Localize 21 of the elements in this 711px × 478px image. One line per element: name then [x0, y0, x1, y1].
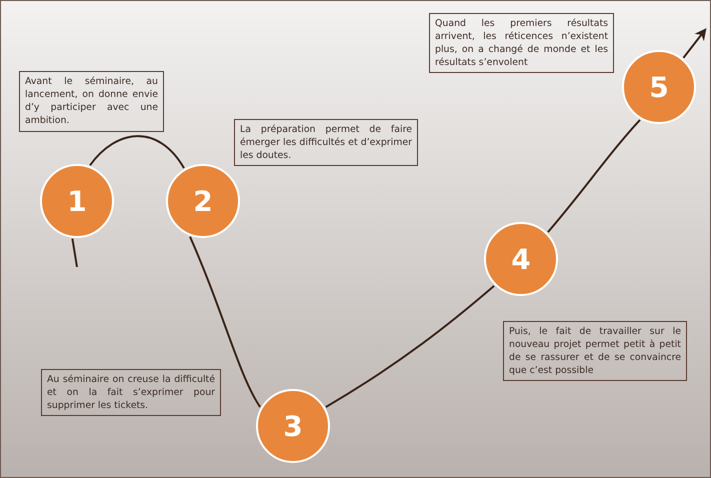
- curve-line: [71, 238, 78, 268]
- text-box: [19, 71, 164, 132]
- text-box: [234, 119, 418, 166]
- step-number: 3: [283, 410, 303, 442]
- description-text: Quand les premiers résultats arrivent, les réticences n’existent plus, on a changé de monde et les résultats s’envolent: [435, 17, 608, 69]
- step-number: 1: [67, 184, 87, 218]
- curve-line: [547, 119, 641, 233]
- text-box: [429, 13, 614, 73]
- description-text: Au séminaire on creuse la difficulté et on la fait s’exprimer pour supprimer les tickets.: [47, 373, 215, 412]
- curve-arrow: [682, 28, 706, 59]
- description-text: Puis, le fait de travailler sur le nouveau projet permet petit à petit de se rassurer et de se convaincre que c’est possible: [509, 325, 681, 377]
- text-box: [41, 369, 221, 416]
- curve-line: [189, 236, 261, 408]
- text-box: [503, 321, 687, 381]
- step-number: 4: [511, 242, 531, 276]
- description-text: Avant le séminaire, au lancement, on donne envie d’y participer avec une ambition.: [25, 75, 158, 127]
- curve-line: [89, 135, 185, 169]
- step-number: 2: [193, 184, 213, 218]
- description-text: La préparation permet de faire émerger les difficultés et d’exprimer les doutes.: [240, 123, 412, 162]
- step-number: 5: [649, 70, 669, 104]
- curve-line: [325, 285, 495, 408]
